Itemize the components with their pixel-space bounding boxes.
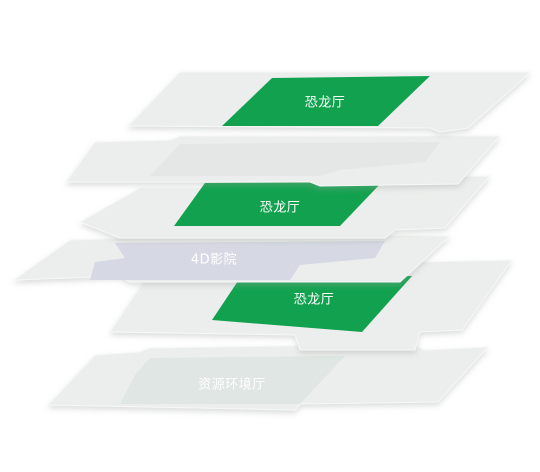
floor-blank-zone xyxy=(150,142,440,176)
floor-1-label: 资源环境厅 xyxy=(198,377,266,393)
floor-blank xyxy=(65,135,502,187)
floor-5-label: 恐龙厅 xyxy=(304,95,346,111)
floor-3-zone xyxy=(90,241,385,280)
floor-2-zone xyxy=(212,276,412,332)
floor-1-zone xyxy=(120,356,345,404)
floor-4-label: 恐龙厅 xyxy=(259,200,301,216)
floor-4 xyxy=(78,175,492,239)
floor-5-zone xyxy=(222,76,430,126)
floor-2-label: 恐龙厅 xyxy=(293,292,335,308)
floor-1 xyxy=(46,343,490,411)
floor-5 xyxy=(126,71,532,133)
floor-4-zone xyxy=(174,182,382,226)
floor-3-label: 4D影院 xyxy=(190,252,238,268)
floor-3 xyxy=(12,231,452,283)
